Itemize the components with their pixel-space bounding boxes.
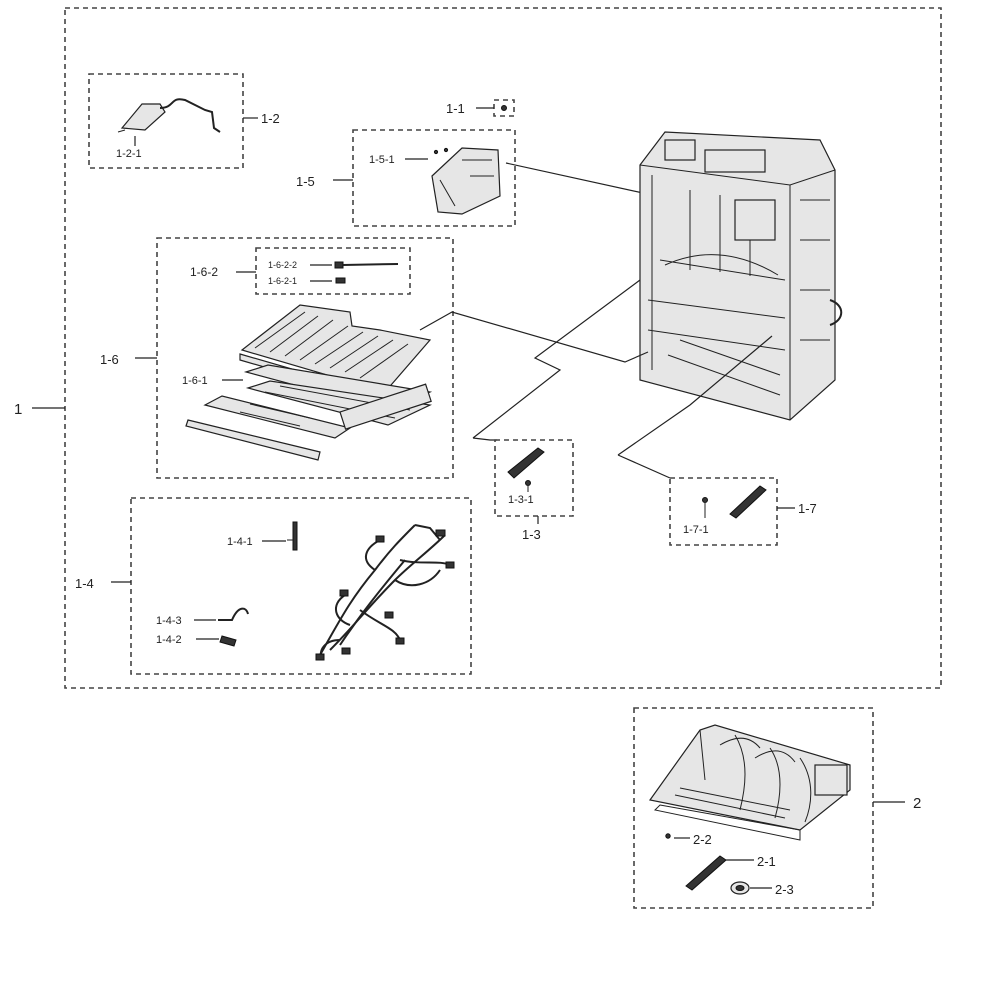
label-1-2[interactable]: 1-2 [261,111,280,126]
sensor-wire-part[interactable] [117,98,221,133]
label-1-6-2-1[interactable]: 1-6-2-1 [268,276,297,286]
label-1-3[interactable]: 1-3 [522,527,541,542]
label-2[interactable]: 2 [913,795,921,812]
label-1-6-2[interactable]: 1-6-2 [190,265,218,279]
connector-part[interactable] [219,635,237,647]
label-2-3[interactable]: 2-3 [775,882,794,897]
cabinet-assembly[interactable] [639,131,843,421]
label-1-2-1[interactable]: 1-2-1 [116,148,142,160]
small-clip-part[interactable] [287,521,298,551]
label-1-5[interactable]: 1-5 [296,174,315,189]
duct-housing-part[interactable] [431,147,501,215]
group-1-box [64,7,942,689]
label-1-7-1[interactable]: 1-7-1 [683,524,709,536]
label-1[interactable]: 1 [14,401,22,418]
label-1-1[interactable]: 1-1 [446,101,465,116]
sensor-cable-part[interactable] [218,607,249,621]
wire-harness-part[interactable] [315,524,455,661]
label-1-3-1[interactable]: 1-3-1 [508,494,534,506]
shelf-rail-part[interactable] [185,383,432,461]
grommet-part[interactable] [730,881,750,895]
label-1-6-1[interactable]: 1-6-1 [182,375,208,387]
cable-part[interactable] [334,261,399,284]
label-1-6-2-2[interactable]: 1-6-2-2 [268,260,297,270]
label-2-2[interactable]: 2-2 [693,832,712,847]
group-1-4-box [130,497,472,675]
label-1-7[interactable]: 1-7 [798,501,817,516]
label-1-4-2[interactable]: 1-4-2 [156,634,182,646]
label-1-4-1[interactable]: 1-4-1 [227,536,253,548]
label-1-4[interactable]: 1-4 [75,576,94,591]
group-1-7-box [669,477,778,546]
label-1-6[interactable]: 1-6 [100,352,119,367]
label-2-1[interactable]: 2-1 [757,854,776,869]
base-plate-part[interactable] [648,724,851,841]
label-1-4-3[interactable]: 1-4-3 [156,615,182,627]
hinge-bracket-part[interactable] [507,447,545,492]
bracket-rail-part[interactable] [702,485,767,519]
group-1-6-box [156,237,454,479]
rail-part[interactable] [685,855,727,891]
group-1-2-box [88,73,244,169]
group-1-5-box [352,129,516,227]
group-2-box [633,707,874,909]
group-1-3-box [494,439,574,517]
group-1-6-2-box [255,247,411,295]
label-1-5-1[interactable]: 1-5-1 [369,154,395,166]
